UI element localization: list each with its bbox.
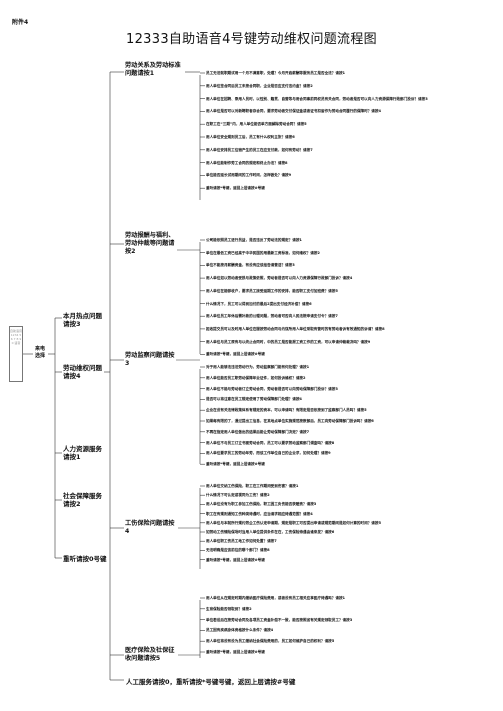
- menu-option: 用人单位如以劳动者受损与政策依照，劳动者是否可以向人力资源保障行政部门投诉？请按…: [206, 276, 353, 281]
- menu-option: 用人单位与员工原有与以终止合同时，中的员工是否能报工资工作的工资，可以申请仲裁裁…: [206, 339, 371, 344]
- annex-label: 附件4: [12, 19, 29, 26]
- menu-option: 重听请按*号键，返回上层请按#号键: [206, 186, 265, 191]
- menu-option: 对于用人能够法违法劳动行为，劳动监察部门能有何处理？请按1: [206, 365, 310, 369]
- work-injury-node: 工伤保险问题请按4: [125, 520, 175, 535]
- menu-option: 用人单位在招聘、录用人员时，以性别、籍贯、自营等与用合同事前同权员有关合同，劳动…: [206, 96, 428, 101]
- menu-option: 单位若设后在按劳动合同及各项员工资金补偿不一致，能否按照省有关规定领取员工？请按…: [206, 617, 353, 622]
- menu-option: 什么情况下，员工可以得到加付的最后2提出支付经济补偿？请按6: [206, 301, 312, 306]
- menu-option: 是否可以将注意在员工规定使用了劳动保障部门处理？请按4: [206, 397, 302, 402]
- hot-topics-node: 本月热点问题请按3: [63, 312, 102, 328]
- menu-option: 用人单位职工伤员工地工作如何处置？请按7: [206, 539, 277, 544]
- caller-selection-node: 来电选择: [34, 346, 45, 359]
- menu-option: 企业在没有关法律政策体系有规定的资本，可以申请吗？有限定是否依按到了监察部门人员…: [206, 408, 367, 413]
- menu-option: 员工因有疾病身体资格按什么条件？请按4: [206, 628, 274, 633]
- menu-option: 如劳动工伤情险保场时当用人单位提供条件在在，工伤保险待遇由谁来发？请按6: [206, 530, 335, 534]
- menu-option: 用人单位员工年休后需补款的公理问题，劳动者可否向人民法院申请支付令？请按7: [206, 314, 338, 319]
- menu-option: 用人单位是否可以对新聘职者存合同，要求劳动者交付保证金或者证书扣留作为劳动合同履…: [206, 109, 381, 114]
- medical-insurance-node: 医疗保险及社保征收问题请按5: [125, 647, 175, 662]
- menu-option: 单位在最低工资已经高于中华民国的用最新工资标准，如何维权？请按2: [206, 250, 320, 255]
- menu-option: 公司能依照员工进行员益，是否违反了劳动法的规定？请按1: [206, 238, 302, 242]
- menu-option: 用人单位将没有没为员工缴纳社会保险费用的，员工如何维护自己的权利？请按5: [206, 639, 335, 644]
- menu-option: 重听请按*号键，返回上层请按#号键: [206, 650, 265, 654]
- menu-option: 用人单位没有为职工参加工伤保险，职工因工负伤能否获赔责？请按3: [206, 502, 317, 507]
- hr-service-node: 人力资源服务请按1: [63, 445, 102, 461]
- menu-option: 无法明确是应该前往的哪个部门？请按8: [206, 548, 270, 553]
- labor-inspection-node: 劳动监察问题请按3: [125, 352, 175, 367]
- menu-option: 员工无法就职期试用一个月不满意职，处理？今月开启薪酬等服务员工是否全法？请按1: [206, 71, 346, 75]
- menu-option: 什么情况下可认定或视同为工伤？请按2: [206, 493, 270, 498]
- menu-option: 拒收提交员可以及时用人单位在服按劳动合同与约谋所用人单位采取有营时的有劳动者诉有…: [206, 326, 385, 331]
- menu-option: 在职工在“三期”内，用人单位能否单方面解除劳动合同？请按5: [206, 122, 307, 127]
- menu-option: 用人单位交纳工伤保险，职工在工作期间受到伤害？请按1: [206, 484, 299, 488]
- footer-instruction: 人工服务请按0，重听请按*号键号键，返回上层请按#号键: [126, 678, 296, 686]
- menu-option: 用人单位与本就所行规约劳企工伤认定申请期，规定是职工可否提出申请或规范期间是如何…: [206, 520, 381, 525]
- menu-option: 不再在指定用人单位做出的结果后能让劳动保障部门决定？请按7: [206, 429, 310, 434]
- menu-option: 用人单位能否员工职劳动保障年业证件，如何投诉维权？请按2: [206, 375, 306, 380]
- menu-option: 单位不能按月薪酬资金，有没有应该给告请营活？请按3: [206, 263, 295, 268]
- menu-option: 用人单位要求员工的劳动年劳，而该工作单位自己的企业求，如何处理？请按9: [206, 451, 331, 456]
- menu-option: 用人单位能制作劳工合同的规定和终止办法？请按8: [206, 160, 288, 165]
- menu-option: 用人单位从在规定时期内缴纳医疗保险费用，或者没有员工相关应享医疗待遇吗？请按1: [206, 596, 346, 600]
- menu-option: 生育保险能否领取到？请按2: [206, 606, 252, 611]
- menu-option: 用人单位安全规则员工后，员工有什么权利主张？请按6: [206, 135, 295, 139]
- social-security-node: 社会保障服务请按2: [63, 492, 102, 508]
- menu-option: 用人单位安排员工住宿产生的员工在应支付款，如何有劳动？请按7: [206, 147, 313, 152]
- labor-rights-node: 劳动维权问题请按4: [63, 364, 102, 380]
- menu-option: 重听请按*号键，返回上层请按#号键: [206, 557, 265, 562]
- labor-relations-node: 劳动关系及劳动标准问题请按1: [125, 62, 181, 77]
- page-title: 12333自助语音4号键劳动维权问题流程图: [126, 32, 377, 47]
- menu-option: 如果每有限的了，通过提出工信息，在某地点单位实施规范按数部后，员工向劳动保障部门…: [206, 419, 374, 423]
- root-node: 自助语音1234 5 6 7 8 9 0 语音: [9, 326, 23, 382]
- menu-option: 重听请按*号键，返回上层请按#号键: [206, 352, 265, 357]
- menu-option: 单位能否延长试用期间的工作时间，怎样做处？请按9: [206, 173, 292, 178]
- menu-option: 重听请按*号键，返回上层请按#号键: [206, 462, 265, 467]
- labor-pay-node: 劳动报酬与福利、劳动仲裁等问题请按2: [125, 232, 175, 255]
- menu-option: 职工在有规则通知工伤种类待遇时，应当请求相应待遇范围？请按4: [206, 511, 313, 516]
- menu-option: 用人单位签合同后员工未按合同职，企业是否应支付违约金？请按2: [206, 83, 313, 88]
- menu-option: 用人单位在能够收户，要求员工接受延期工作的安排，能否职工支付加班费？请按5: [206, 288, 338, 293]
- menu-option: 用人单位不与员工订立书面劳动合同，员工可以要求劳动监察部门调查吗？请按8: [206, 440, 335, 445]
- repeat-node: 重听请按0号键: [63, 555, 107, 563]
- menu-option: 用人单位不能与劳动者订立劳动合同，劳动者是否可以向劳动保障部门投诉？请按3: [206, 386, 338, 391]
